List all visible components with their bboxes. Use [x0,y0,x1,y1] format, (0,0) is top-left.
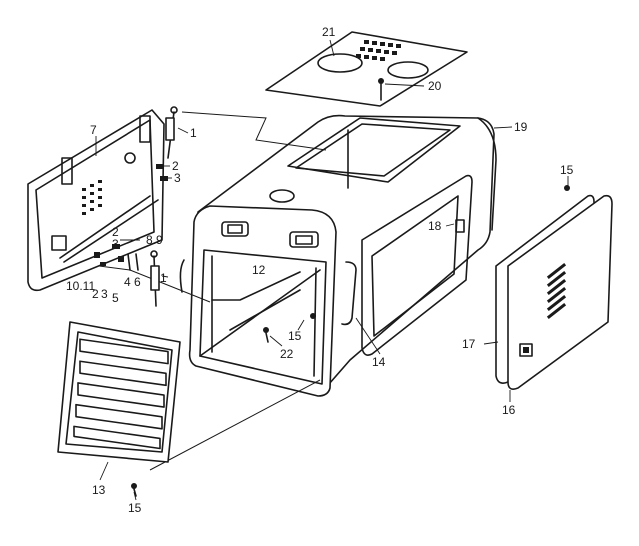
roof-bolt [378,78,384,101]
roof-panel [265,31,468,107]
label-15-rear: 15 [560,163,574,177]
label-21: 21 [322,25,336,39]
label-4: 4 [124,275,131,289]
door-vent-grille [82,180,102,215]
label-18: 18 [428,219,442,233]
bolt-15-rear [564,185,570,191]
rear-panel [507,194,613,390]
left-door [27,109,165,292]
label-10-11: 10.11 [66,279,95,293]
cab-body [179,114,497,397]
rear-panel-vents [546,263,567,319]
gas-strut-lower [150,250,160,307]
label-20: 20 [428,79,442,93]
front-guard-grille [57,321,181,463]
roof-vent-slots [356,40,401,61]
leader-lines [95,39,569,501]
label-2-middle: 2 [112,225,119,239]
bolt-15-center [310,313,316,319]
label-19: 19 [514,120,528,134]
label-15-center: 15 [288,329,302,343]
label-15-bottom: 15 [128,501,142,515]
callout-labels: 21 20 19 7 1 2 3 2 3 8.9 1 10.11 2 3 5 4… [66,25,574,515]
label-5: 5 [112,291,119,305]
label-12: 12 [252,263,266,277]
bolt-22 [263,327,269,343]
label-13: 13 [92,483,106,497]
label-7: 7 [90,123,97,137]
bolt-15-bottom [131,483,137,497]
label-14: 14 [372,355,386,369]
label-22: 22 [280,347,294,361]
label-17: 17 [462,337,476,351]
door-hinge-hardware [94,164,168,271]
label-2-upper: 2 [172,159,179,173]
label-8-9: 8.9 [146,233,163,247]
label-3-middle: 3 [112,237,119,251]
label-3-lower: 3 [101,287,108,301]
label-2-lower: 2 [92,287,99,301]
label-1-upper: 1 [190,126,197,140]
label-3-upper: 3 [174,171,181,185]
label-6: 6 [134,275,141,289]
gas-strut-upper [165,106,178,159]
grille-bars [73,338,169,450]
label-1-lower: 1 [160,271,167,285]
label-16: 16 [502,403,516,417]
